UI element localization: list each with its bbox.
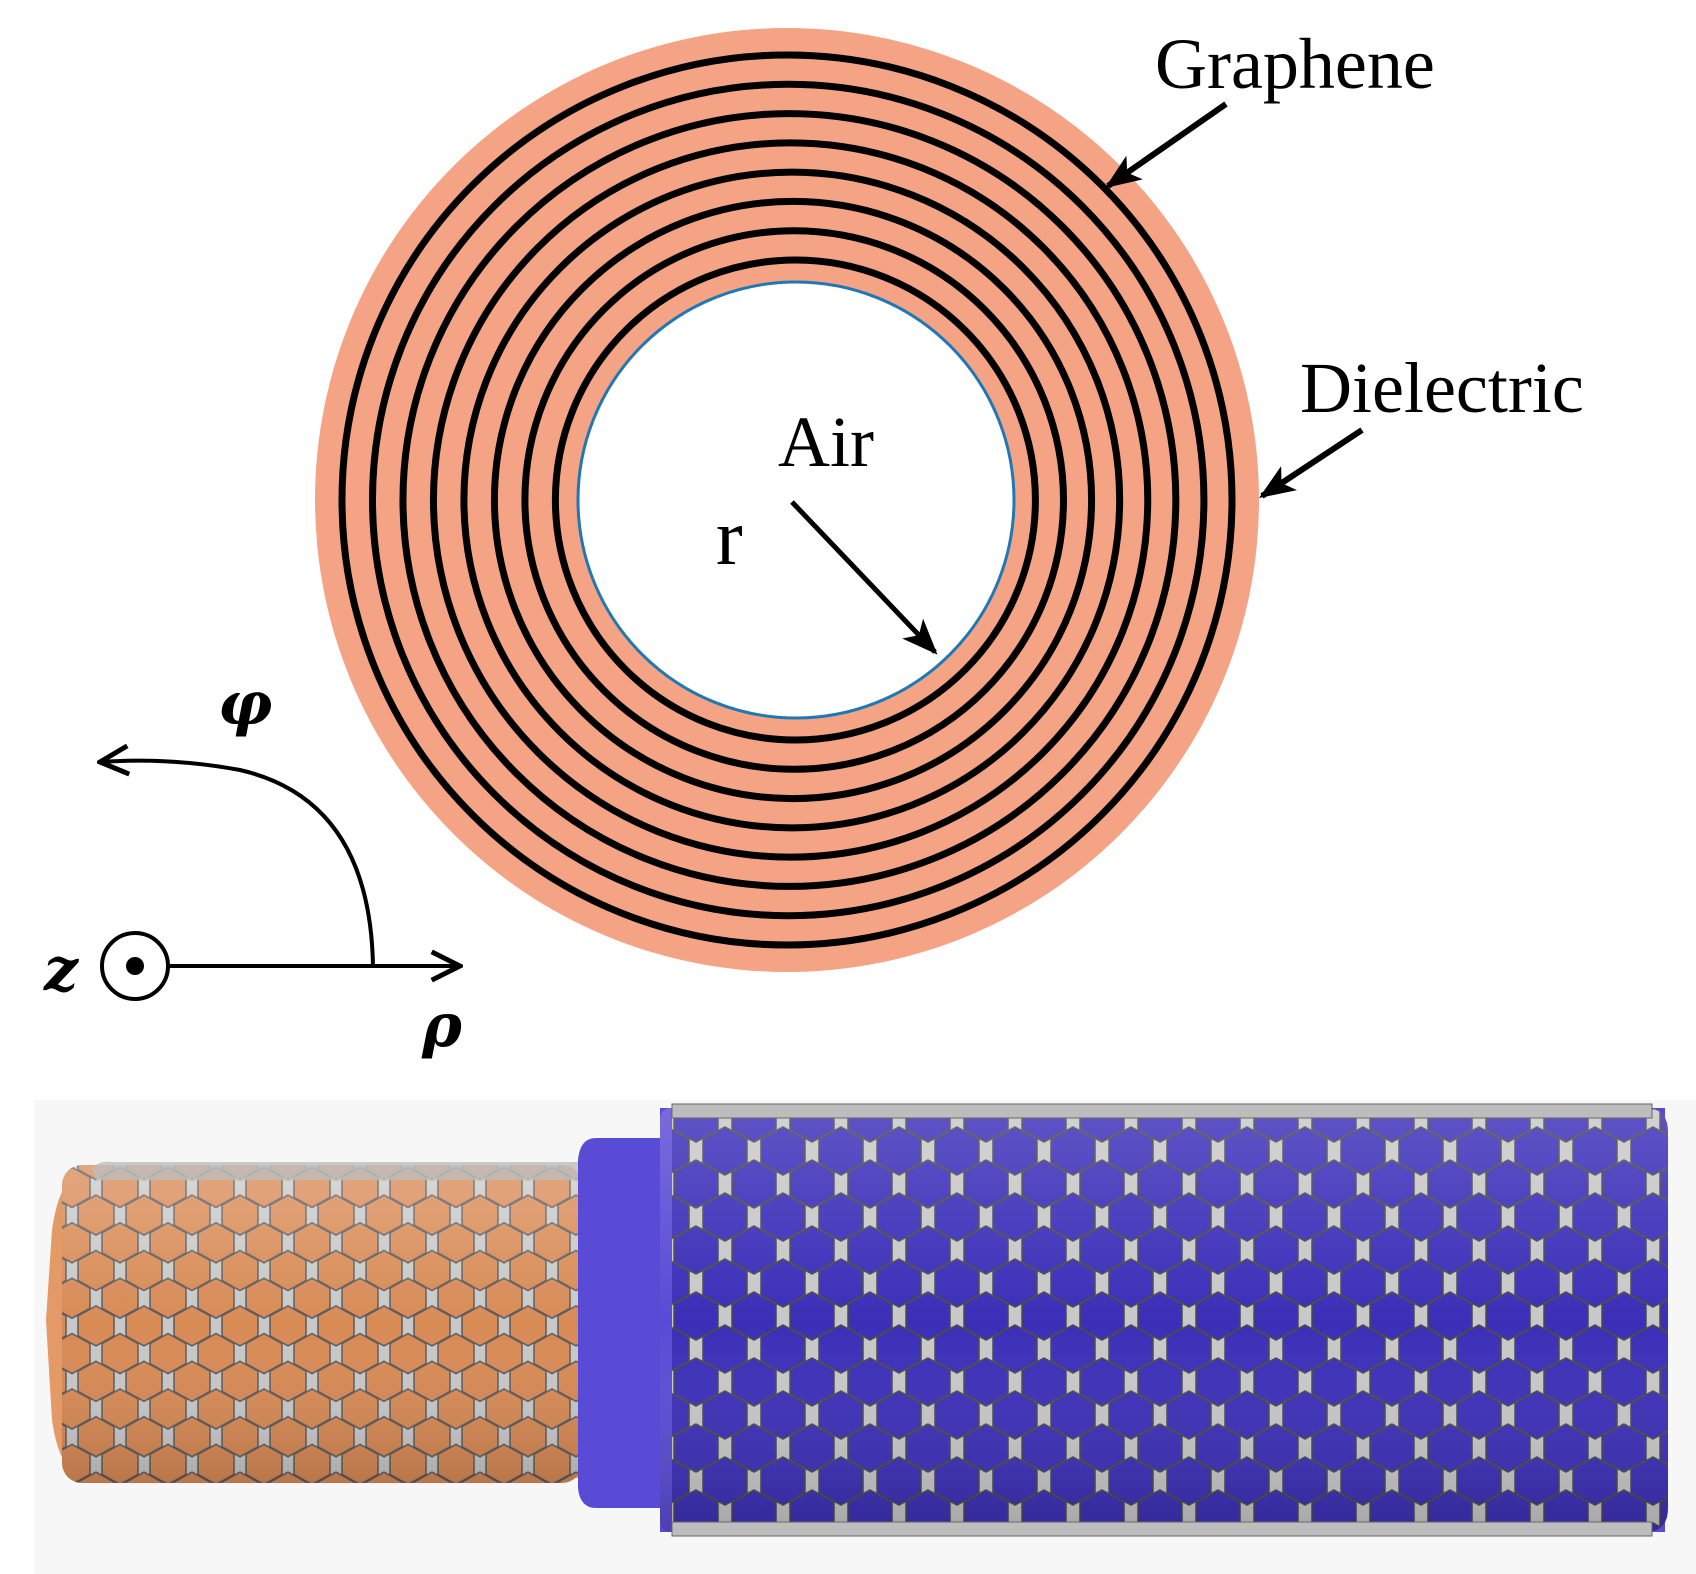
- air-label: Air: [778, 402, 874, 482]
- z-label: z: [43, 935, 80, 1005]
- graphene-label: Graphene: [1155, 24, 1435, 104]
- graphene-ring: [551, 256, 1039, 744]
- graphene-ring: [460, 168, 1124, 832]
- graphene-ring: [399, 110, 1180, 890]
- phi-label: φ: [218, 669, 272, 739]
- graphene-pointer-arrow: [1105, 101, 1228, 189]
- graphene-ring: [521, 227, 1067, 773]
- phi-arc-arrow: [100, 761, 375, 967]
- radius-arrow: [790, 500, 938, 655]
- dielectric-pointer-arrow: [1258, 427, 1364, 499]
- dielectric-label: Dielectric: [1300, 348, 1584, 428]
- graphene-ring: [338, 51, 1236, 949]
- graphene-ring: [429, 139, 1152, 861]
- outer-tube: [578, 1103, 1668, 1537]
- coordinate-axes: φ z ρ: [43, 669, 463, 1061]
- rho-label: ρ: [421, 991, 463, 1061]
- radius-label: r: [716, 494, 743, 582]
- z-axis-dot-icon: [126, 957, 144, 975]
- air-core: [576, 280, 1016, 720]
- nanotube-render: [34, 1100, 1696, 1574]
- graphene-rings: [338, 51, 1236, 949]
- cross-section: [315, 28, 1259, 972]
- graphene-ring: [490, 197, 1096, 803]
- graphene-ring: [368, 80, 1208, 920]
- inner-tube: [46, 1161, 600, 1483]
